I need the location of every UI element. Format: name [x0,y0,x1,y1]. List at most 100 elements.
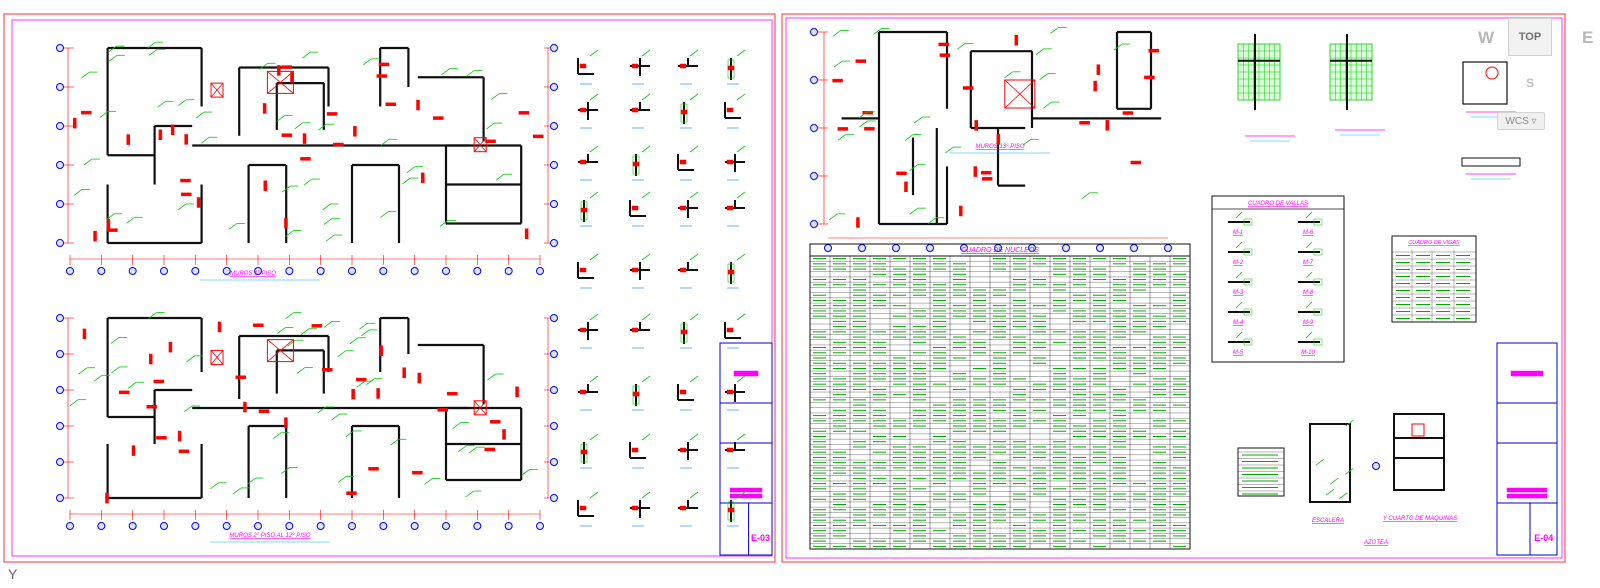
valla-label: M-3 [1233,290,1244,296]
annotation-leader [359,323,368,330]
annotation-leader [349,337,359,345]
grid-bubble [504,522,513,530]
grid-bubble [473,522,482,530]
annotation-leader [1043,101,1052,109]
annotation-leader [829,213,838,221]
table-small [1237,447,1285,497]
annotation-leader [195,111,205,119]
grid-bubble [550,494,558,502]
annotation-leader [273,432,282,440]
shaft [1411,423,1425,437]
grid-bubble [810,28,818,36]
grid-bubble [550,122,558,130]
column [974,120,978,131]
detail-column [631,107,639,113]
grid-bubble [892,244,900,252]
column [1105,120,1110,131]
annotation-leader [589,49,599,57]
column [153,379,165,384]
annotation-leader [468,446,477,454]
annotation-leader [466,70,475,77]
annotation-leader [148,312,157,319]
annotation-leader [641,93,651,101]
column [180,192,192,197]
detail-column [580,449,588,455]
annotation-leader [317,406,327,414]
annotation-leader [641,313,651,321]
annotation-leader [589,313,599,321]
detail-column [631,447,639,453]
grid-bubble [410,522,419,530]
annotation-leader [521,469,530,476]
detail-bar [1313,218,1323,226]
plan-title-3: MUROS 13° PISO [975,144,1024,150]
detail-column [580,207,588,213]
detail-beam [1461,157,1521,167]
detail-bar [1313,278,1323,286]
valla-label: M-4 [1233,320,1244,326]
grid-bubble [222,522,231,530]
grid-bubble [550,200,558,208]
annotation-leader [178,99,187,107]
annotation-leader [322,203,331,211]
annotation-leader [689,49,699,57]
column [421,172,425,184]
annotation-leader [495,173,505,181]
view-cube-top-face[interactable]: TOP [1508,18,1552,56]
column [1014,34,1019,46]
column [119,390,130,395]
view-cube-south[interactable]: S [1526,76,1535,90]
view-cube[interactable]: W TOP E S [1470,14,1598,90]
grid-bubble [128,522,137,530]
annotation-leader [81,71,90,79]
column [148,353,153,365]
annotation-leader [904,134,914,141]
annotation-leader [1305,271,1313,279]
grid-bubble [550,239,558,247]
column [1093,80,1097,92]
grid-bubble [97,267,106,275]
wcs-menu-button[interactable]: WCS ▿ [1497,112,1545,130]
sheet-number: E-04 [1534,533,1553,543]
grid-bubble [810,124,818,132]
annotation-leader [689,313,699,321]
column [170,124,175,135]
grid-bubble [442,267,450,275]
detail-bar [1313,308,1323,316]
annotation-leader [1004,71,1013,79]
detail-column [679,505,687,511]
sheet-border-left [3,13,776,563]
annotation-leader [210,482,219,490]
grid-bubble [550,161,558,169]
annotation-leader [337,476,347,483]
detail-column [679,389,687,395]
valla-label: M-2 [1233,260,1244,266]
annotation-leader [277,327,286,334]
annotation-leader [317,123,327,131]
grid-bubble [56,83,64,91]
annotation-leader [300,328,310,336]
annotation-leader [1113,43,1123,51]
annotation-leader [106,213,115,221]
column [904,181,908,193]
detail-stirrup [1462,61,1508,105]
view-cube-east[interactable]: E [1582,28,1594,47]
column [502,429,506,440]
detail-column [679,447,687,453]
shaft-cross [210,82,224,98]
annotation-leader [228,223,237,230]
column [446,391,458,396]
annotation-leader [641,253,651,261]
detail-column [726,389,734,395]
annotation-leader [110,337,120,344]
view-cube-west[interactable]: W [1478,28,1495,47]
column [217,321,222,333]
grid-bubble [410,267,419,275]
shaft-cross [210,350,224,365]
valla-label: M-9 [1303,320,1314,326]
annotation-leader [157,100,166,108]
annotation-leader [736,49,746,57]
annotation-leader [441,68,450,75]
